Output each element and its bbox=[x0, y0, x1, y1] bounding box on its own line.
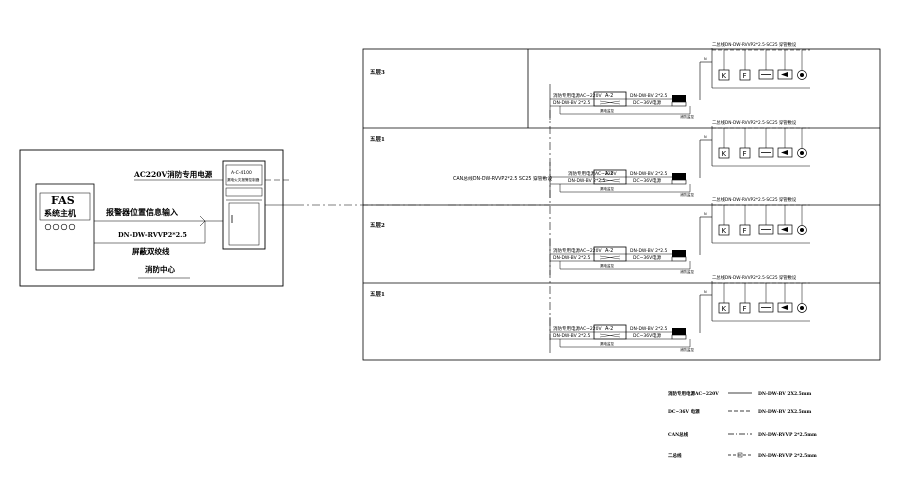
control-room-frame bbox=[19, 149, 284, 287]
legend-code: DN-DW-RVVP 2*2.5mm bbox=[758, 453, 817, 459]
dc-source-label: DC~36V电源 bbox=[633, 332, 662, 339]
two-bus-label: 二总线DN-DW-RVVP2*2.5-SC25 穿管敷设 bbox=[712, 196, 797, 203]
module-note: 漏电监控 bbox=[600, 341, 614, 346]
legend-label: 消防专用电源AC~220V bbox=[668, 390, 719, 397]
module-label: A-2 bbox=[605, 248, 613, 254]
ac-power-label: AC220V消防专用电源 bbox=[133, 169, 213, 179]
power-cable-label: DN-DW-BV 2*2.5 bbox=[568, 178, 606, 184]
module-label: A-2 bbox=[605, 171, 613, 177]
legend-label: 二总线 bbox=[668, 452, 682, 459]
floor-table bbox=[362, 48, 881, 361]
legend: 消防专用电源AC~220V DN-DW-BV 2X2.5mm DC~36V 电源… bbox=[668, 390, 817, 459]
indicator-lamp bbox=[52, 223, 60, 231]
legend-label: DC~36V 电源 bbox=[668, 408, 700, 415]
two-bus-label: 二总线DN-DW-RVVP2*2.5-SC25 穿管敷设 bbox=[712, 274, 797, 281]
floor-label: 五层2 bbox=[370, 221, 385, 229]
monitor-label: 消防监控 bbox=[680, 192, 694, 197]
dc-cable-label: DN-DW-BV 2*2.5 bbox=[630, 248, 668, 254]
dc-cable-label: DN-DW-BV 2*2.5 bbox=[630, 171, 668, 177]
floor-block-4: 消防专用电源AC~220V DN-DW-BV 2*2.5 A-2 漏电监控 DN… bbox=[549, 274, 811, 354]
two-bus-label: 二总线DN-DW-RVVP2*2.5-SC25 穿管敷设 bbox=[712, 119, 797, 126]
twisted-pair-label: 屏蔽双绞线 bbox=[132, 246, 170, 256]
dc-source-label: DC~36V电源 bbox=[633, 99, 662, 106]
module-note: 漏电监控 bbox=[600, 108, 614, 113]
monitor-label: 消防监控 bbox=[680, 269, 694, 274]
control-room-label: 消防中心 bbox=[145, 264, 175, 274]
legend-label: CAN总线 bbox=[668, 431, 689, 438]
power-source-label: 消防专用电源AC~220V bbox=[553, 247, 603, 254]
floor-block-3: 消防专用电源AC~220V DN-DW-BV 2*2.5 A-2 漏电监控 DN… bbox=[549, 196, 811, 276]
indicator-lamp bbox=[60, 223, 68, 231]
power-source-label: 消防专用电源AC~220V bbox=[553, 92, 603, 99]
two-bus-label: 二总线DN-DW-RVVP2*2.5-SC25 穿管敷设 bbox=[712, 41, 797, 48]
floor-block-1: 消防专用电源AC~220V DN-DW-BV 2*2.5 A-2 漏电监控 DN… bbox=[549, 41, 811, 121]
monitor-label: 消防监控 bbox=[680, 347, 694, 352]
power-cable-label: DN-DW-BV 2*2.5 bbox=[553, 333, 591, 339]
node-mark: N bbox=[704, 135, 707, 139]
module-label: A-2 bbox=[605, 326, 613, 332]
fas-title: FAS bbox=[51, 194, 75, 207]
dc-source-label: DC~36V电源 bbox=[633, 254, 662, 261]
power-cable-label: DN-DW-BV 2*2.5 bbox=[553, 100, 591, 106]
indicator-lamp bbox=[44, 223, 52, 231]
module-note: 漏电监控 bbox=[600, 186, 614, 191]
floor-label: 五层1 bbox=[370, 135, 385, 143]
power-cable-label: DN-DW-BV 2*2.5 bbox=[553, 255, 591, 261]
indicator-lamp bbox=[68, 223, 76, 231]
module-note: 漏电监控 bbox=[600, 263, 614, 268]
legend-code: DN-DW-BV 2X2.5mm bbox=[758, 409, 812, 415]
fas-subtitle: 系统主机 bbox=[44, 208, 76, 218]
power-source-label: 消防专用电源AC~220V bbox=[568, 170, 618, 177]
monitor-label: 消防监控 bbox=[680, 114, 694, 119]
dc-source-label: DC~36V电源 bbox=[633, 177, 662, 184]
legend-code: DN-DW-RVVP 2*2.5mm bbox=[758, 432, 817, 438]
power-source-label: 消防专用电源AC~220V bbox=[553, 325, 603, 332]
floor-block-2: 消防专用电源AC~220V DN-DW-BV 2*2.5 A-2 漏电监控 DN… bbox=[549, 119, 811, 199]
dc-cable-label: DN-DW-BV 2*2.5 bbox=[630, 93, 668, 99]
node-mark: N bbox=[704, 290, 707, 294]
fas-host-box bbox=[35, 183, 95, 271]
floor-label: 五层1 bbox=[370, 290, 385, 298]
floor-label: 五层3 bbox=[370, 68, 385, 76]
cable-label: DN-DW-RVVP2*2.5 bbox=[118, 231, 187, 239]
node-mark: N bbox=[704, 57, 707, 61]
panel-name: 漏电火灾报警控制器 bbox=[227, 177, 260, 182]
module-label: A-2 bbox=[605, 93, 613, 99]
can-bus-label: CAN总线DN-DW-RVVP2*2.5 SC25 穿管敷设 bbox=[453, 175, 552, 182]
legend-code: DN-DW-BV 2X2.5mm bbox=[758, 391, 812, 397]
dc-cable-label: DN-DW-BV 2*2.5 bbox=[630, 326, 668, 332]
alarm-input-label: 报警器位置信息输入 bbox=[106, 207, 178, 217]
node-mark: N bbox=[704, 212, 707, 216]
panel-model: A-C-4100 bbox=[231, 170, 252, 176]
